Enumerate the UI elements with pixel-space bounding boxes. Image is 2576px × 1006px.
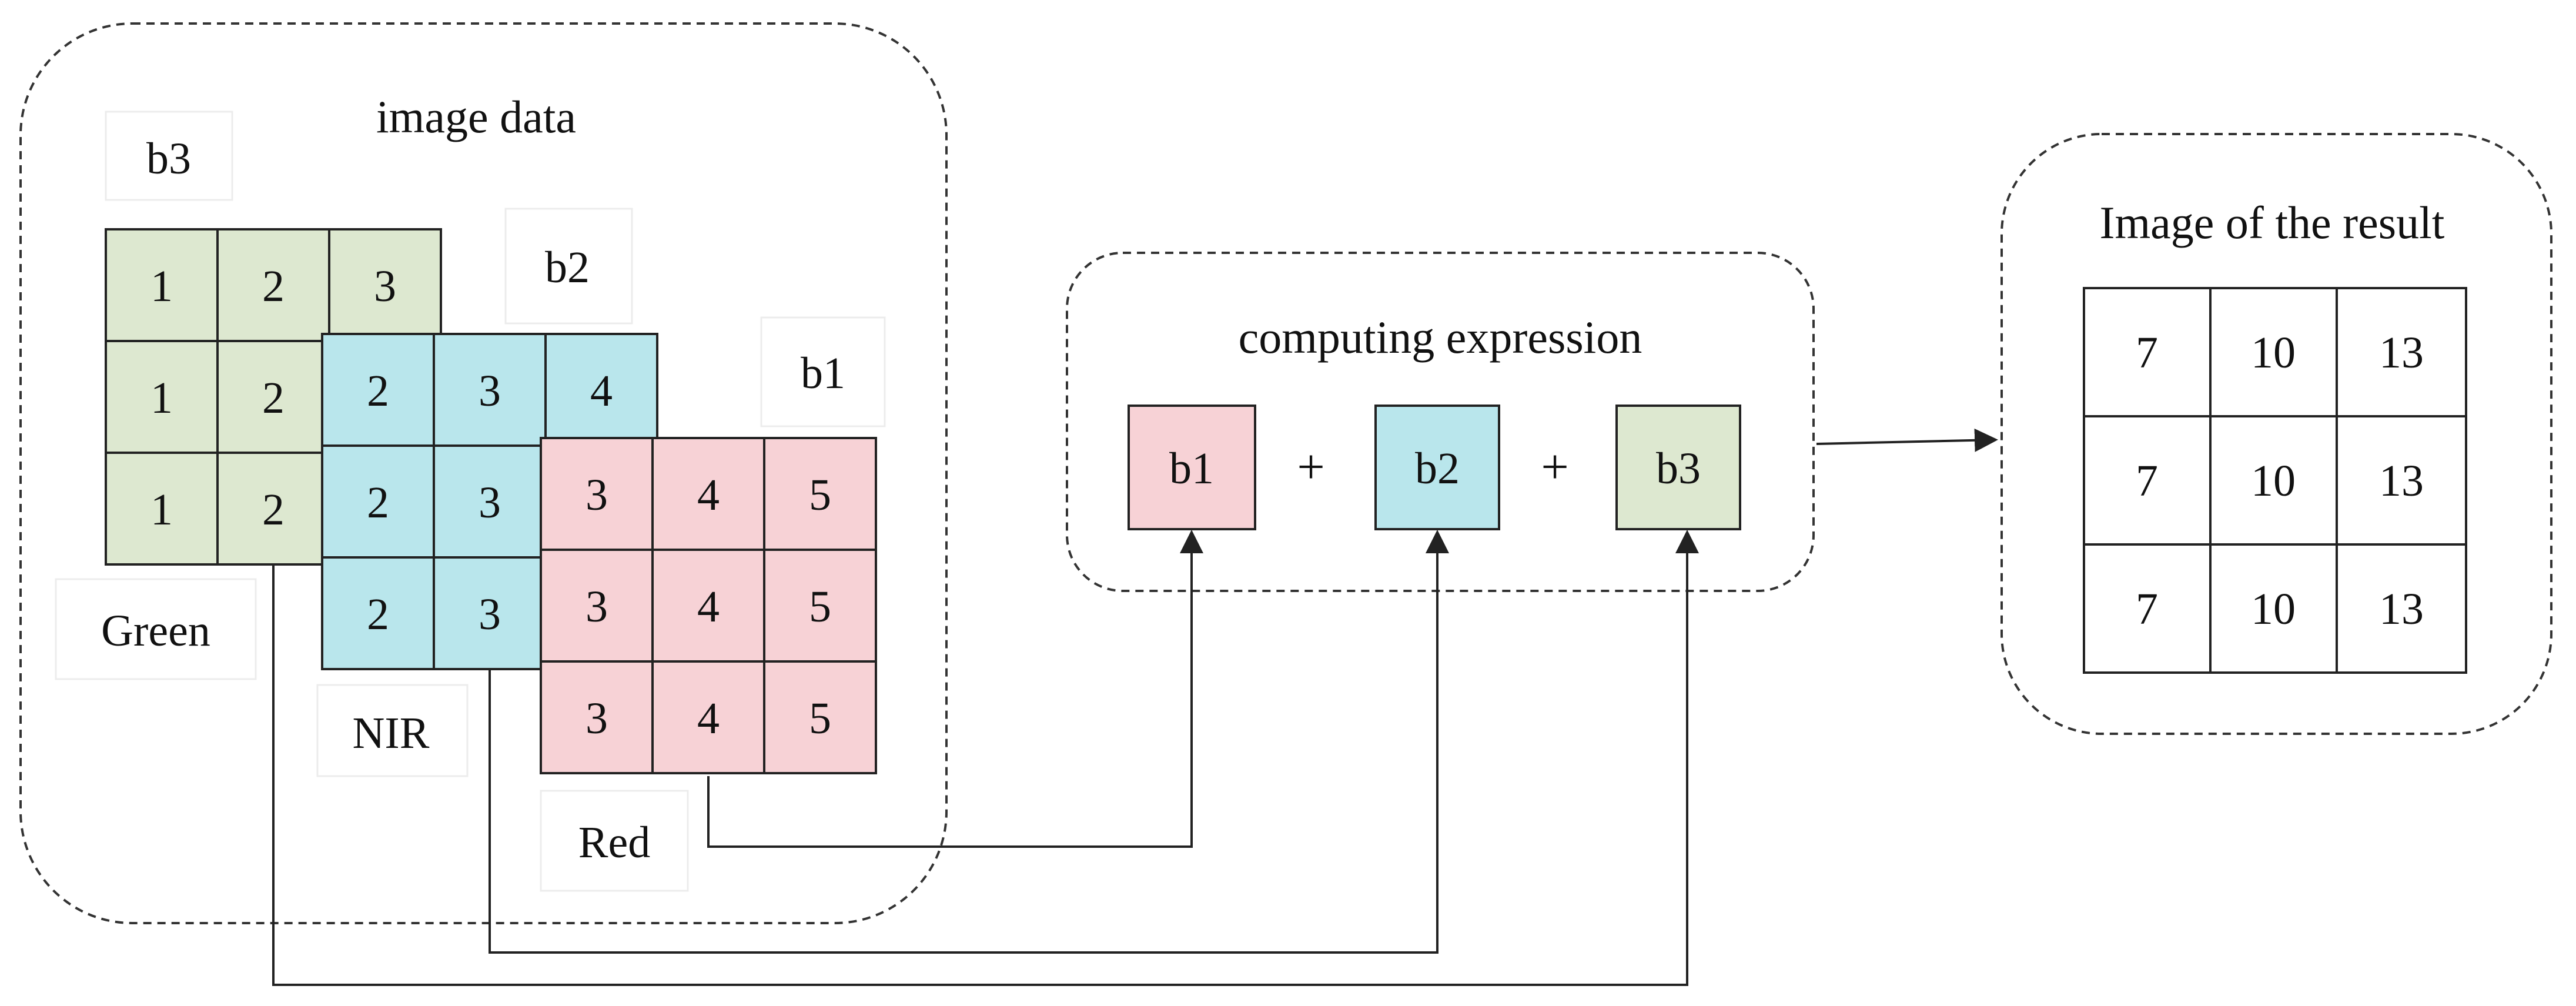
cell-value: 2 xyxy=(367,590,389,639)
band-name-green: Green xyxy=(101,606,210,656)
cell-value: 4 xyxy=(697,470,720,520)
grid-cell xyxy=(2083,287,2212,417)
result-value: 13 xyxy=(2379,456,2424,506)
expression-frame xyxy=(1066,252,1815,592)
grid-cell xyxy=(540,660,654,774)
cell-value: 3 xyxy=(479,478,501,527)
band-grid-red: 3 4 5 3 4 5 3 4 5 xyxy=(540,437,877,774)
result-value: 7 xyxy=(2136,456,2158,506)
result-value: 7 xyxy=(2136,584,2158,634)
term-box-b2 xyxy=(1374,405,1500,530)
connector-green-to-b3 xyxy=(272,530,1699,986)
cell-value: 4 xyxy=(697,694,720,743)
grid-cell xyxy=(651,660,765,774)
cell-value: 2 xyxy=(367,366,389,416)
grid-cell xyxy=(433,556,547,670)
band-name-nir: NIR xyxy=(353,708,430,758)
cell-value: 1 xyxy=(150,485,173,534)
grid-cell xyxy=(763,437,877,551)
band-name-red: Red xyxy=(578,818,650,867)
band-tag-b3: b3 xyxy=(146,134,191,183)
result-value: 13 xyxy=(2379,328,2424,377)
cell-value: 3 xyxy=(586,470,608,520)
result-value: 10 xyxy=(2251,456,2296,506)
cell-value: 2 xyxy=(262,262,285,311)
grid-cell xyxy=(2336,415,2467,546)
term-label-b1: b1 xyxy=(1169,444,1214,493)
cell-value: 3 xyxy=(586,582,608,631)
connectors xyxy=(272,428,1998,986)
grid-cell xyxy=(2209,543,2338,674)
band-tag-box xyxy=(760,316,886,427)
band-name-box xyxy=(55,578,257,680)
term-label-b3: b3 xyxy=(1656,444,1701,493)
cell-value: 1 xyxy=(150,262,173,311)
grid-cell xyxy=(544,333,658,447)
result-value: 7 xyxy=(2136,328,2158,377)
result-title: Image of the result xyxy=(2100,197,2445,248)
band-tag-box xyxy=(105,111,233,201)
connector-nir-to-b2 xyxy=(489,530,1449,954)
plus-operator: + xyxy=(1297,440,1324,494)
result-panel: Image of the result 7 10 13 7 10 13 7 10… xyxy=(2000,133,2552,735)
term-label-b2: b2 xyxy=(1415,444,1460,493)
grid-cell xyxy=(216,452,330,566)
term-box-b3 xyxy=(1615,405,1741,530)
band-red: b1 3 4 5 3 4 5 3 4 5 xyxy=(540,316,886,892)
grid-cell xyxy=(2336,287,2467,417)
grid-cell xyxy=(321,333,435,447)
image-data-frame xyxy=(19,22,948,924)
grid-cell xyxy=(105,452,219,566)
expression-title: computing expression xyxy=(1239,312,1642,363)
cell-value: 2 xyxy=(367,478,389,527)
cell-value: 5 xyxy=(809,582,831,631)
grid-cell xyxy=(2209,287,2338,417)
cell-value: 3 xyxy=(374,262,396,311)
cell-value: 4 xyxy=(697,582,720,631)
result-frame xyxy=(2000,133,2552,735)
grid-cell xyxy=(651,549,765,663)
cell-value: 4 xyxy=(590,366,613,416)
band-name-box xyxy=(540,790,689,892)
band-tag-b1: b1 xyxy=(801,349,845,398)
grid-cell xyxy=(763,660,877,774)
grid-cell xyxy=(540,549,654,663)
cell-value: 2 xyxy=(262,485,285,534)
cell-value: 2 xyxy=(262,373,285,423)
grid-cell xyxy=(328,228,442,342)
cell-value: 1 xyxy=(150,373,173,423)
band-tag-box xyxy=(504,208,633,325)
cell-value: 3 xyxy=(479,366,501,416)
result-value: 10 xyxy=(2251,584,2296,634)
image-data-title: image data xyxy=(376,91,576,142)
grid-cell xyxy=(433,333,547,447)
grid-cell xyxy=(763,549,877,663)
cell-value: 3 xyxy=(586,694,608,743)
grid-cell xyxy=(2336,543,2467,674)
plus-operator: + xyxy=(1541,440,1568,494)
grid-cell xyxy=(105,228,219,342)
connector-red-to-b1 xyxy=(707,530,1203,848)
result-value: 10 xyxy=(2251,328,2296,377)
result-value: 13 xyxy=(2379,584,2424,634)
grid-cell xyxy=(2083,543,2212,674)
cell-value: 3 xyxy=(479,590,501,639)
grid-cell xyxy=(433,444,547,559)
arrow-expression-to-result xyxy=(1816,428,1998,452)
grid-cell xyxy=(321,556,435,670)
band-name-box xyxy=(316,684,469,777)
band-tag-b2: b2 xyxy=(545,243,590,292)
term-box-b1 xyxy=(1128,405,1256,530)
result-grid: 7 10 13 7 10 13 7 10 13 xyxy=(2083,287,2467,674)
grid-cell xyxy=(321,444,435,559)
expression-panel: computing expression b1 + b2 + b3 xyxy=(1066,252,1815,592)
cell-value: 5 xyxy=(809,694,831,743)
grid-cell xyxy=(2209,415,2338,546)
cell-value: 5 xyxy=(809,470,831,520)
grid-cell xyxy=(2083,415,2212,546)
image-data-panel: image data b3 1 2 3 1 2 1 2 xyxy=(19,22,948,924)
